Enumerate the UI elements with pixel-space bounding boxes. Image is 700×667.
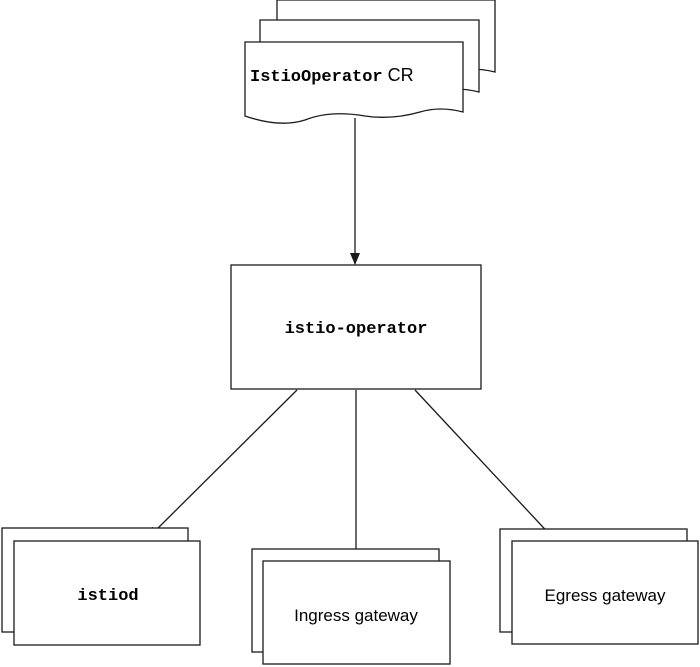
cr-label-suffix: CR — [383, 65, 414, 85]
egress-gateway-node-stack: Egress gateway — [499, 528, 699, 645]
ingress-gateway-node-stack: Ingress gateway — [251, 548, 451, 665]
istio-operator-box — [230, 264, 482, 390]
istio-operator-node: istio-operator — [230, 264, 482, 390]
ingress-gateway-box-front — [262, 560, 451, 665]
cr-label-code: IstioOperator — [250, 68, 383, 87]
arrow-operator-to-istiod — [147, 389, 298, 539]
istiod-box-front — [13, 540, 201, 646]
ingress-gateway-label: Ingress gateway — [294, 606, 418, 625]
egress-gateway-label: Egress gateway — [545, 586, 666, 605]
istiooperator-cr-document-stack: IstioOperator CR — [244, 0, 496, 124]
arrow-operator-to-egress — [414, 389, 556, 541]
egress-gateway-box-front — [511, 540, 699, 645]
istio-operator-label: istio-operator — [285, 320, 428, 339]
istiod-node-stack: istiod — [1, 527, 201, 646]
cr-label: IstioOperator CR — [250, 65, 414, 87]
istiod-label: istiod — [77, 587, 138, 606]
document-sheet-front — [244, 41, 464, 124]
